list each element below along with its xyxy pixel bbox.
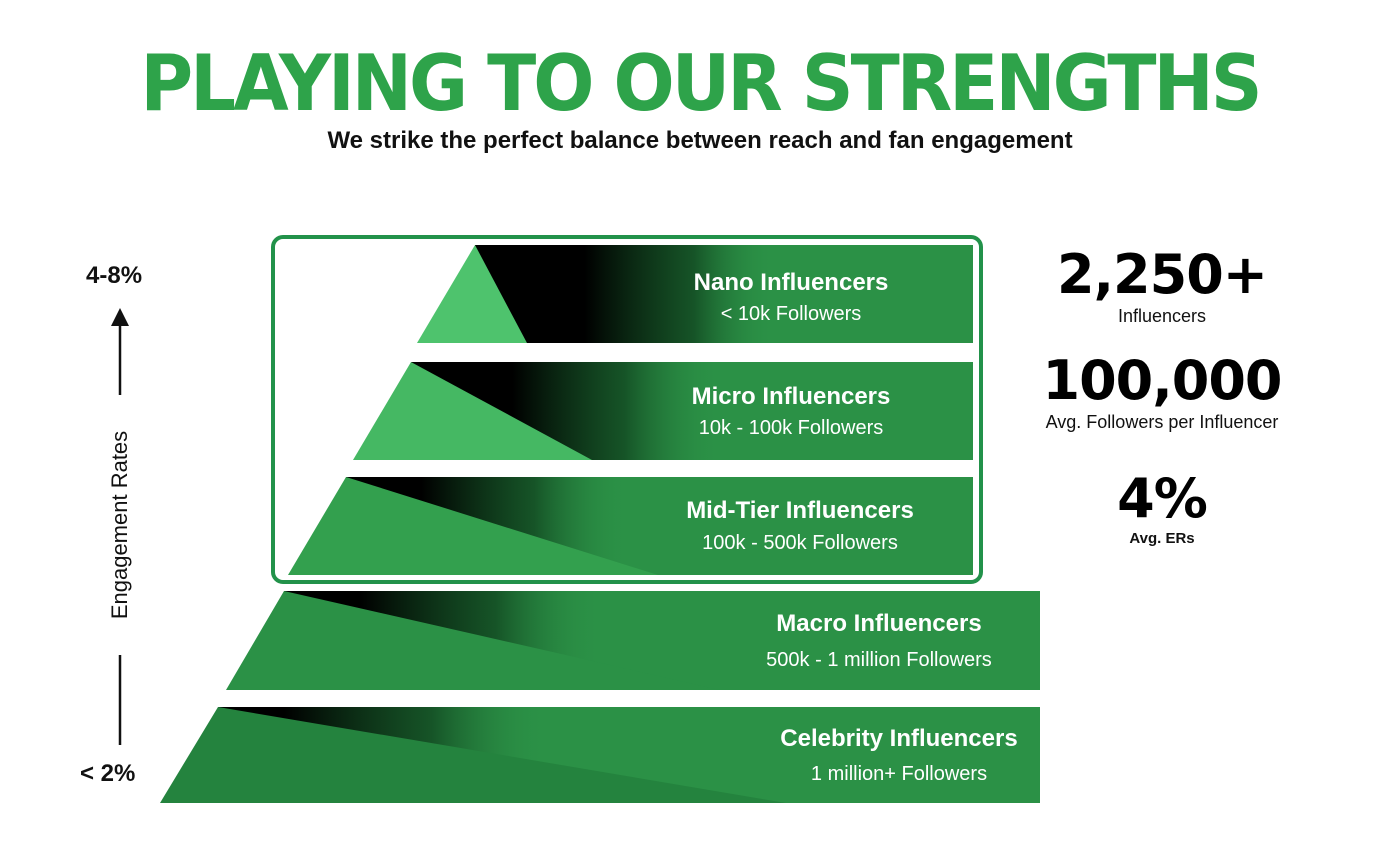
tier-nano-name: Nano Influencers (694, 269, 889, 296)
tier-macro-followers: 500k - 1 million Followers (766, 649, 992, 671)
stat-influencers-value: 2,250+ (1056, 243, 1268, 306)
tier-mid-triangle (288, 477, 658, 575)
stat-avg-ers-label: Avg. ERs (1129, 530, 1195, 547)
tier-nano-followers: < 10k Followers (721, 303, 862, 325)
stat-avg-followers: 100,000 Avg. Followers per Influencer (1020, 354, 1304, 433)
axis-arrow-icon (111, 308, 129, 326)
tier-macro-name: Macro Influencers (776, 610, 981, 637)
tier-micro-triangle (353, 362, 592, 460)
stat-avg-followers-value: 100,000 (1042, 349, 1283, 412)
page-title: PLAYING TO OUR STRENGTHS (140, 37, 1262, 129)
tier-micro-followers: 10k - 100k Followers (699, 417, 884, 439)
highlight-frame (271, 235, 983, 584)
tier-micro-name: Micro Influencers (692, 383, 891, 410)
tier-mid: Mid-Tier Influencers 100k - 500k Followe… (288, 477, 973, 575)
tier-macro: Macro Influencers 500k - 1 million Follo… (226, 591, 1040, 690)
stat-avg-ers: 4% Avg. ERs (1020, 467, 1304, 548)
tier-mid-followers: 100k - 500k Followers (702, 532, 898, 554)
stat-influencers-label: Influencers (1117, 306, 1207, 326)
tier-nano: Nano Influencers < 10k Followers (417, 245, 973, 343)
tier-celebrity: Celebrity Influencers 1 million+ Followe… (160, 707, 1040, 803)
tier-celebrity-triangle (160, 707, 786, 803)
stat-influencers: 2,250+ Influencers (1020, 248, 1304, 327)
page-subtitle: We strike the perfect balance between re… (327, 127, 1073, 154)
tier-nano-shade (475, 245, 973, 343)
tier-macro-triangle (226, 591, 720, 690)
axis-bottom-label: < 2% (80, 760, 136, 787)
stat-avg-followers-label: Avg. Followers per Influencer (1045, 412, 1279, 432)
axis-title: Engagement Rates (105, 395, 135, 655)
tier-nano-triangle (417, 245, 527, 343)
tier-mid-name: Mid-Tier Influencers (686, 497, 914, 524)
tier-celebrity-followers: 1 million+ Followers (811, 763, 987, 785)
axis-top-label: 4-8% (86, 262, 143, 289)
tier-micro: Micro Influencers 10k - 100k Followers (353, 362, 973, 460)
tier-celebrity-name: Celebrity Influencers (780, 725, 1017, 752)
stat-avg-ers-value: 4% (1117, 467, 1208, 530)
